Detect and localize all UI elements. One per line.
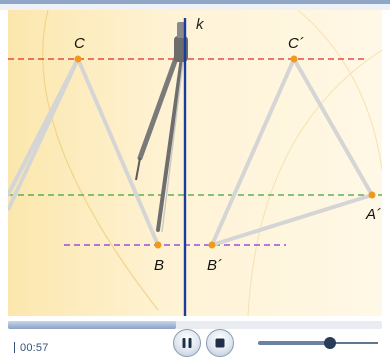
geometry-canvas: k C C´ B B´ A´ — [8, 10, 382, 316]
pause-button[interactable] — [173, 329, 201, 357]
label-c: C — [74, 35, 85, 52]
label-c-prime: C´ — [288, 35, 304, 52]
label-a-prime: A´ — [365, 206, 381, 223]
triangle-left-edge — [8, 58, 80, 196]
point-b — [154, 241, 162, 249]
decor-arc — [247, 49, 382, 316]
compass-icon — [135, 22, 188, 233]
label-b: B — [154, 257, 164, 274]
time-marker — [14, 342, 15, 353]
point-c-prime — [290, 55, 298, 63]
stop-button[interactable] — [206, 329, 234, 357]
decor-arc — [297, 10, 382, 171]
volume-slider[interactable] — [258, 337, 378, 349]
point-a-prime — [368, 191, 376, 199]
time-display: 00:57 — [20, 342, 49, 354]
volume-knob[interactable] — [324, 337, 336, 349]
top-border — [0, 0, 390, 10]
axis-label: k — [196, 16, 205, 33]
canvas-background — [8, 10, 382, 316]
triangle-right — [210, 57, 374, 247]
point-b-prime — [208, 241, 216, 249]
label-b-prime: B´ — [207, 257, 222, 274]
stop-icon — [215, 338, 225, 348]
progress-fill — [8, 321, 177, 329]
pause-icon — [182, 338, 192, 348]
volume-fill — [258, 341, 330, 345]
player-controls: 00:57 — [0, 316, 390, 358]
point-c — [74, 55, 82, 63]
decor-arc — [42, 10, 159, 311]
progress-bar[interactable] — [8, 321, 382, 329]
